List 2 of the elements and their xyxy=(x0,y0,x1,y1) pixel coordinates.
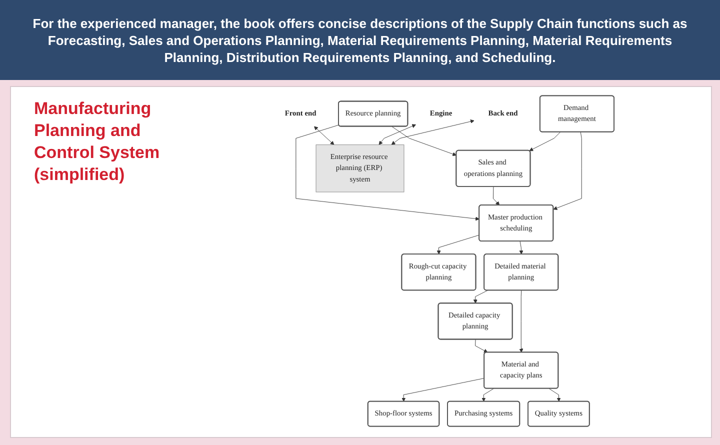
diagram-heading: Manufacturing Planning and Control System (simplified) xyxy=(34,98,161,186)
banner-heading: For the experienced manager, the book offers concise descriptions of the Supply Chain functions such as Forecasting, Sales and Operations Planning, Material Requirements Planning, Material Requirements Planning, Distribution Requirements Planning, and Scheduling. xyxy=(0,0,720,80)
